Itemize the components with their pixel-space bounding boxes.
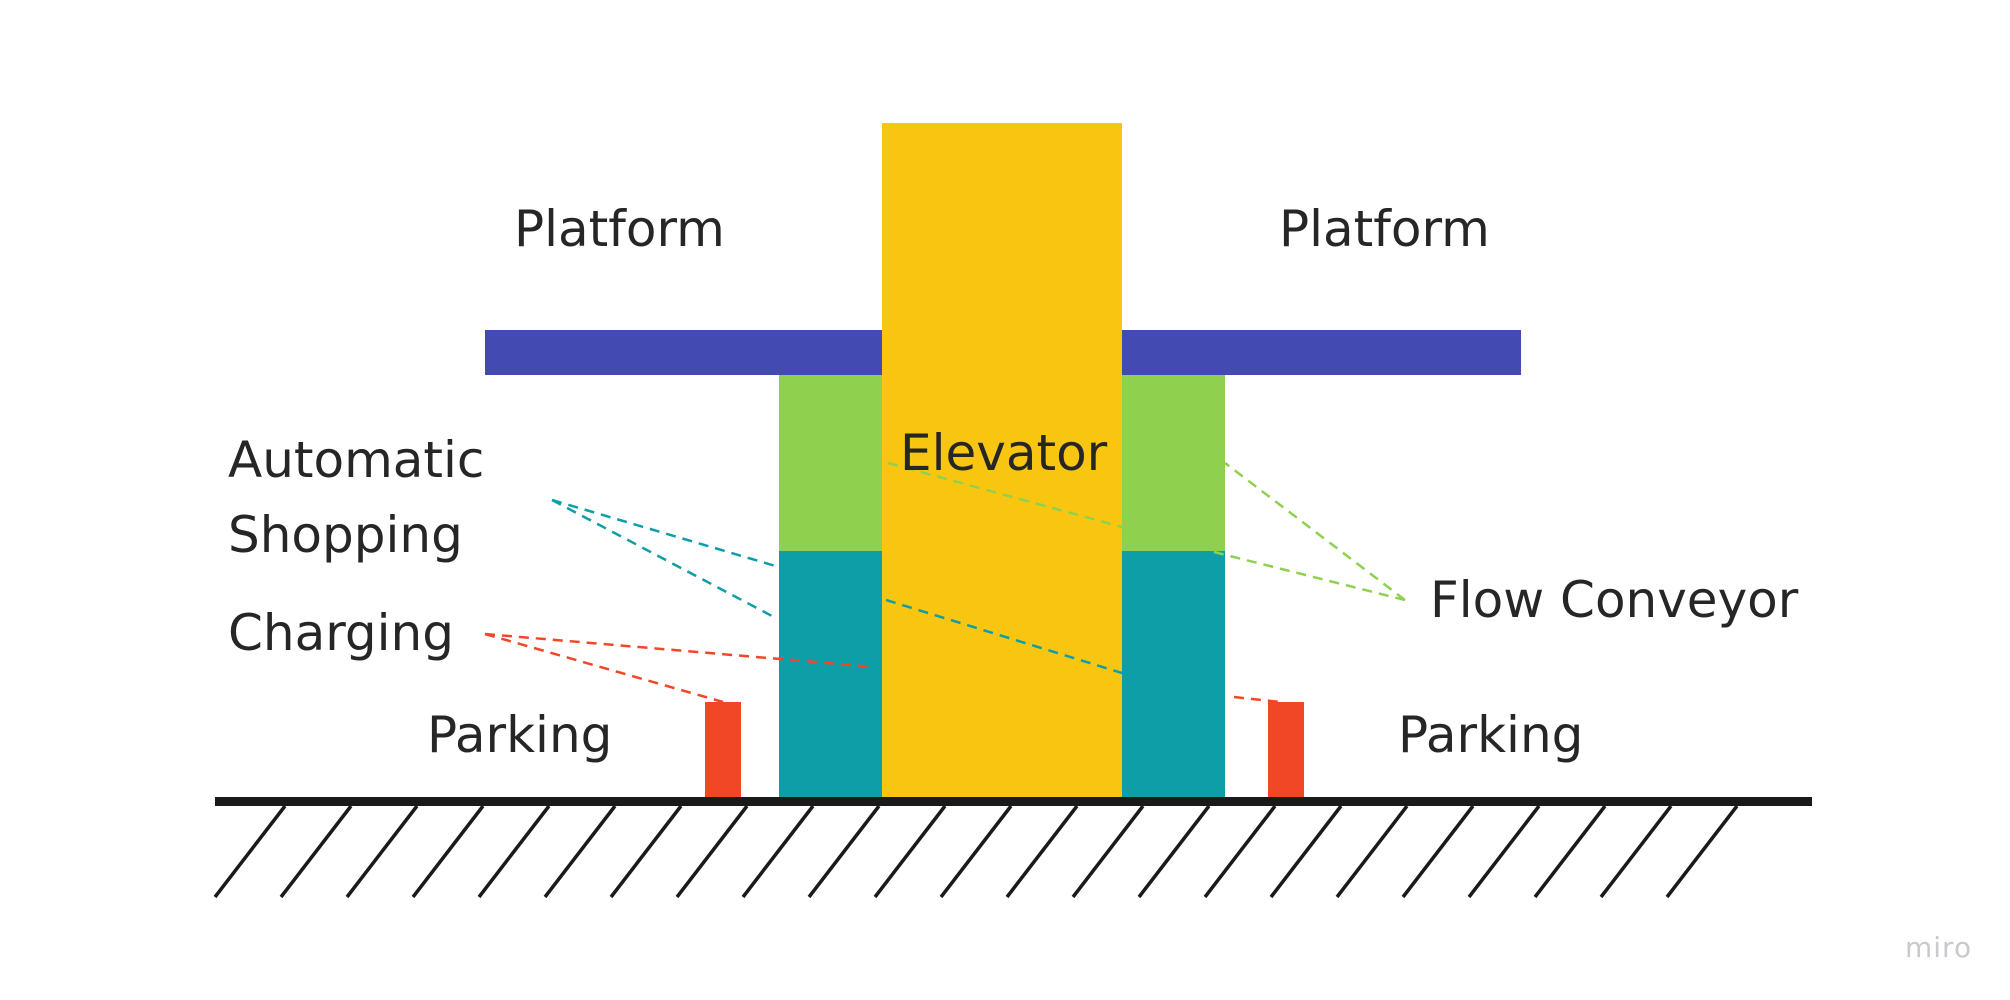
automatic-shopping-label-line2: Shopping: [228, 506, 463, 564]
elevator-shaft: [882, 123, 1122, 797]
hatch-stroke: [213, 804, 287, 899]
hatch-stroke: [807, 804, 881, 899]
platform-label-right: Platform: [1279, 200, 1490, 258]
hatch-stroke: [741, 804, 815, 899]
ground-hatching: [213, 804, 1739, 899]
hatch-stroke: [1137, 804, 1211, 899]
hatch-stroke: [279, 804, 353, 899]
flow-conveyor-label: Flow Conveyor: [1430, 571, 1799, 629]
charging-leader-1: [484, 632, 724, 704]
charging-label: Charging: [228, 604, 454, 662]
parking-label-left: Parking: [427, 706, 612, 764]
charging-post-right: [1268, 702, 1304, 797]
hatch-stroke: [1005, 804, 1079, 899]
hatch-stroke: [1467, 804, 1541, 899]
automatic-leader-1: [551, 498, 780, 569]
hatch-stroke: [477, 804, 551, 899]
flow-conveyor-left: [779, 375, 882, 551]
platform-label-left: Platform: [514, 200, 725, 258]
hatch-stroke: [1401, 804, 1475, 899]
flow-leader-3: [887, 461, 1123, 529]
hatch-stroke: [345, 804, 419, 899]
miro-watermark: miro: [1905, 931, 1972, 964]
charging-post-left: [705, 702, 741, 797]
flow-leader-2: [1209, 549, 1406, 602]
charging-leaders: [484, 632, 1281, 704]
flow-conveyor-right: [1122, 375, 1225, 551]
hatch-stroke: [411, 804, 485, 899]
elevator-label: Elevator: [900, 424, 1108, 482]
automatic-leader-3: [885, 598, 1123, 675]
flow-leader-1: [1224, 462, 1406, 601]
ground-line: [215, 797, 1812, 806]
hatch-stroke: [1203, 804, 1277, 899]
hatch-stroke: [675, 804, 749, 899]
hatch-stroke: [543, 804, 617, 899]
automatic-shopping-right: [1122, 551, 1225, 797]
hatch-stroke: [1599, 804, 1673, 899]
charging-leader-2: [484, 632, 875, 669]
hatch-stroke: [1533, 804, 1607, 899]
automatic-leader-2: [551, 498, 773, 618]
automatic-shopping-leaders: [551, 498, 1123, 675]
hatch-stroke: [1665, 804, 1739, 899]
hatch-stroke: [1071, 804, 1145, 899]
parking-label-right: Parking: [1398, 706, 1583, 764]
hatch-stroke: [1335, 804, 1409, 899]
charging-leader-3: [1233, 695, 1281, 704]
hatch-stroke: [1269, 804, 1343, 899]
hatch-stroke: [939, 804, 1013, 899]
automatic-shopping-label-line1: Automatic: [228, 431, 484, 489]
flow-conveyor-leaders: [887, 461, 1406, 602]
hatch-stroke: [873, 804, 947, 899]
automatic-shopping-left: [779, 551, 882, 797]
hatch-stroke: [609, 804, 683, 899]
